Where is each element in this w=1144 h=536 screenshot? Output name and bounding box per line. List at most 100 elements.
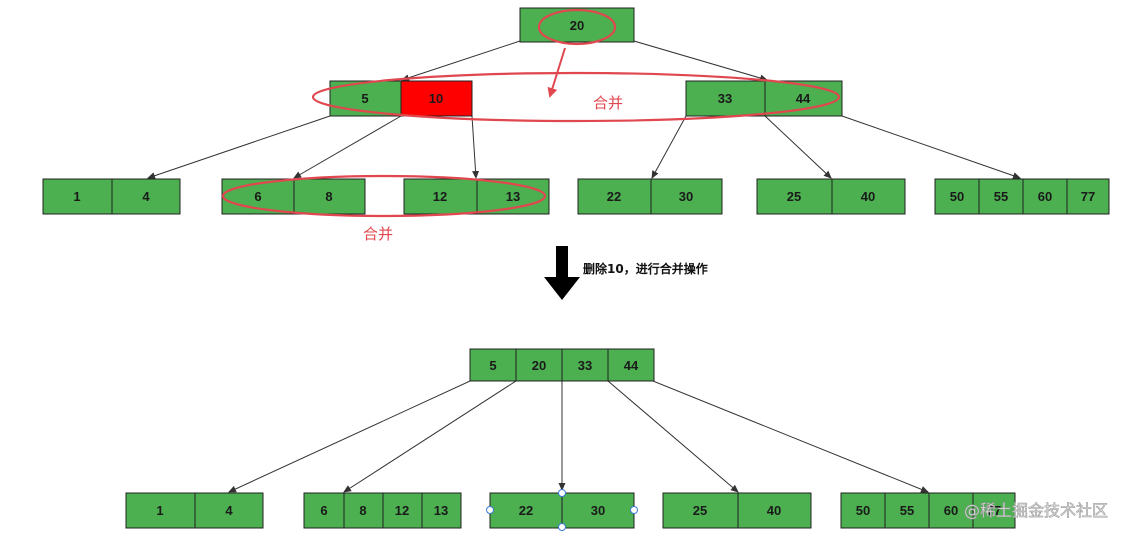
svg-text:40: 40 [861,189,875,204]
after-leaf-5: 50 55 60 77 [840,492,1016,529]
root-key-highlight-ellipse [537,8,617,46]
key-cell: 4 [194,492,264,529]
before-root-key: 20 [519,7,635,43]
key-cell: 30 [561,492,635,529]
svg-text:77: 77 [1081,189,1095,204]
key-cell: 33 [561,348,609,382]
key-cell: 8 [343,492,384,529]
key-cell: 30 [650,178,723,215]
svg-text:13: 13 [434,503,448,518]
key-cell: 44 [764,80,843,117]
edge-right-to-leaf-6 [841,115,1021,180]
edge-left-to-leaf-1 [147,115,331,180]
key-cell: 60 [1022,178,1068,215]
key-cell: 4 [111,178,181,215]
key-cell: 55 [884,492,930,529]
key-cell: 22 [577,178,652,215]
key-cell: 40 [737,492,812,529]
edge-after-root-to-leaf-1 [228,380,471,493]
key-cell: 25 [662,492,739,529]
svg-text:30: 30 [679,189,693,204]
edge-right-to-leaf-4 [651,115,687,179]
svg-text:1: 1 [156,503,163,518]
after-tree: 5 20 33 44 1 4 6 8 12 13 22 30 25 40 [125,348,1016,531]
svg-text:30: 30 [591,503,605,518]
after-leaf-3: 22 30 [486,489,638,531]
svg-text:25: 25 [787,189,801,204]
key-cell: 33 [685,80,766,117]
svg-text:5: 5 [489,358,496,373]
svg-text:22: 22 [519,503,533,518]
key-cell: 60 [928,492,974,529]
svg-text:1: 1 [73,189,80,204]
key-cell: 13 [421,492,462,529]
before-right-internal-node: 33 44 [685,80,843,117]
selection-handle[interactable] [558,489,566,497]
key-cell: 40 [831,178,906,215]
red-arrow-down [547,47,566,98]
svg-text:25: 25 [693,503,707,518]
before-left-internal-node: 5 10 [329,80,473,117]
svg-text:55: 55 [994,189,1008,204]
svg-text:6: 6 [254,189,261,204]
before-leaf-4: 22 30 [577,178,723,215]
svg-text:4: 4 [142,189,150,204]
edge-after-root-to-leaf-5 [652,380,929,493]
svg-text:60: 60 [1038,189,1052,204]
edge-after-root-to-leaf-4 [607,380,739,493]
after-leaf-4: 25 40 [662,492,812,529]
before-leaf-6: 50 55 60 77 [934,178,1110,215]
svg-text:12: 12 [395,503,409,518]
svg-text:33: 33 [718,91,732,106]
svg-text:50: 50 [856,503,870,518]
svg-text:5: 5 [361,91,368,106]
svg-text:20: 20 [532,358,546,373]
after-root-node: 5 20 33 44 [469,348,655,382]
merge-label-bottom: 合并 [363,225,393,243]
merge-highlight-ellipse-top [311,71,841,123]
svg-text:6: 6 [320,503,327,518]
key-cell: 55 [978,178,1024,215]
before-leaf-3: 12 13 [403,178,550,215]
edge-left-to-leaf-2 [293,115,402,179]
edge-left-to-leaf-3 [471,115,480,179]
svg-text:20: 20 [570,18,584,33]
before-leaf-1: 1 4 [42,178,181,215]
svg-text:44: 44 [624,358,639,373]
svg-text:77: 77 [987,503,1001,518]
selection-handle[interactable] [630,506,638,514]
svg-text:8: 8 [359,503,366,518]
key-cell: 12 [382,492,423,529]
svg-text:10: 10 [429,91,443,106]
key-cell: 77 [972,492,1016,529]
selection-handle[interactable] [486,506,494,514]
key-cell: 8 [293,178,366,215]
svg-text:60: 60 [944,503,958,518]
edge-right-to-leaf-5 [764,115,832,179]
svg-text:33: 33 [578,358,592,373]
svg-text:12: 12 [433,189,447,204]
svg-text:13: 13 [506,189,520,204]
after-leaf-1: 1 4 [125,492,264,529]
merge-highlight-ellipse-bottom [221,174,547,218]
svg-text:22: 22 [607,189,621,204]
deleted-key-cell: 10 [400,80,473,117]
svg-text:4: 4 [225,503,233,518]
selection-handle[interactable] [558,523,566,531]
edge-after-root-to-leaf-2 [343,380,517,493]
edge-root-to-right-node [633,40,768,82]
key-cell: 25 [756,178,833,215]
svg-text:40: 40 [767,503,781,518]
svg-text:44: 44 [796,91,811,106]
key-cell: 1 [125,492,196,529]
key-cell: 12 [403,178,478,215]
after-leaf-2: 6 8 12 13 [303,492,462,529]
key-cell: 20 [515,348,563,382]
svg-text:8: 8 [325,189,332,204]
merge-label-top: 合并 [593,94,623,112]
edge-root-to-left-node [401,40,521,82]
key-cell: 77 [1066,178,1110,215]
key-cell: 50 [840,492,886,529]
svg-text:50: 50 [950,189,964,204]
